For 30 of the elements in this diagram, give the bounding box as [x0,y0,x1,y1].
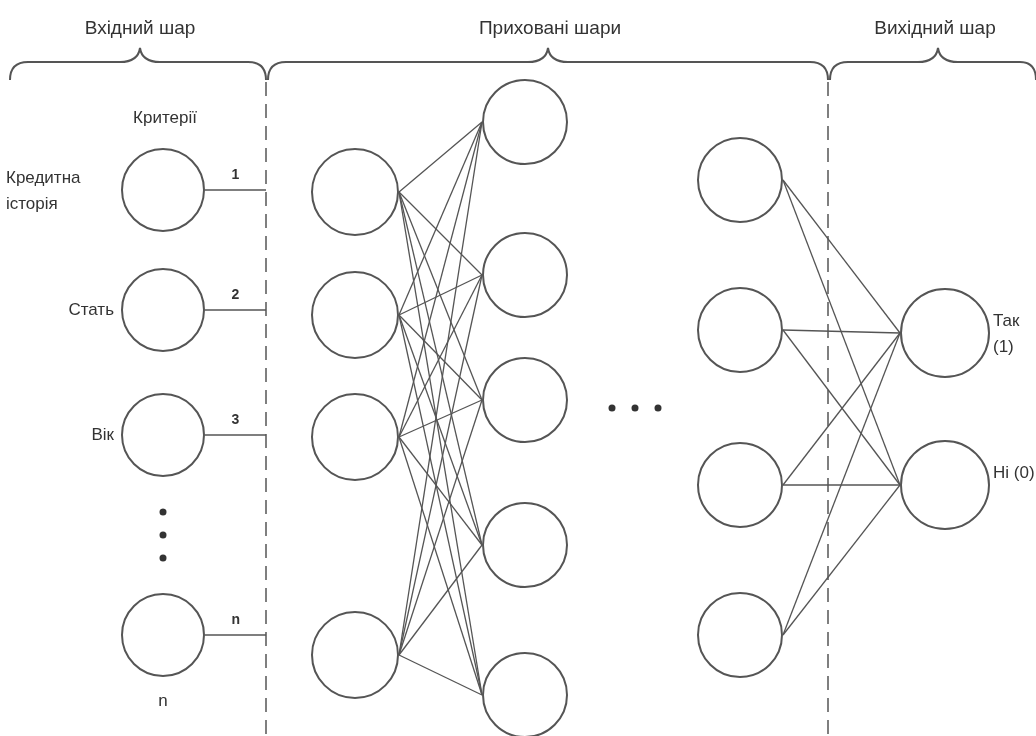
connection-line [204,189,267,191]
connection-line [398,121,483,193]
connection-line [204,434,267,436]
node-caption: Вік [90,424,114,446]
connection-line [398,274,483,316]
connection-line [782,484,901,636]
connection-line [398,314,483,401]
connection-line [398,544,483,656]
edge-label: 1 [230,166,241,182]
layer-heading: Вхідний шар [83,16,197,40]
connection-line [398,654,483,696]
connection-line [398,274,483,438]
edge-label: 3 [230,411,241,427]
column-heading: Критерії [132,107,198,129]
node-caption: Так (1) [993,310,1021,358]
connection-line [204,309,267,311]
connection-line [782,179,901,334]
node-caption: n [157,690,169,712]
connection-line [398,191,483,276]
connection-line [398,436,483,546]
edge-label: 2 [230,286,241,302]
connection-line [782,329,901,334]
connection-line [204,634,267,636]
connection-line [782,484,901,486]
node-caption: Ні (0) [993,462,1035,484]
connection-line [398,399,483,438]
layer-heading: Вихідний шар [873,16,997,40]
node-caption: Кредитна історія [6,167,82,215]
node-caption: Стать [67,299,114,321]
layer-heading: Приховані шари [477,16,623,40]
